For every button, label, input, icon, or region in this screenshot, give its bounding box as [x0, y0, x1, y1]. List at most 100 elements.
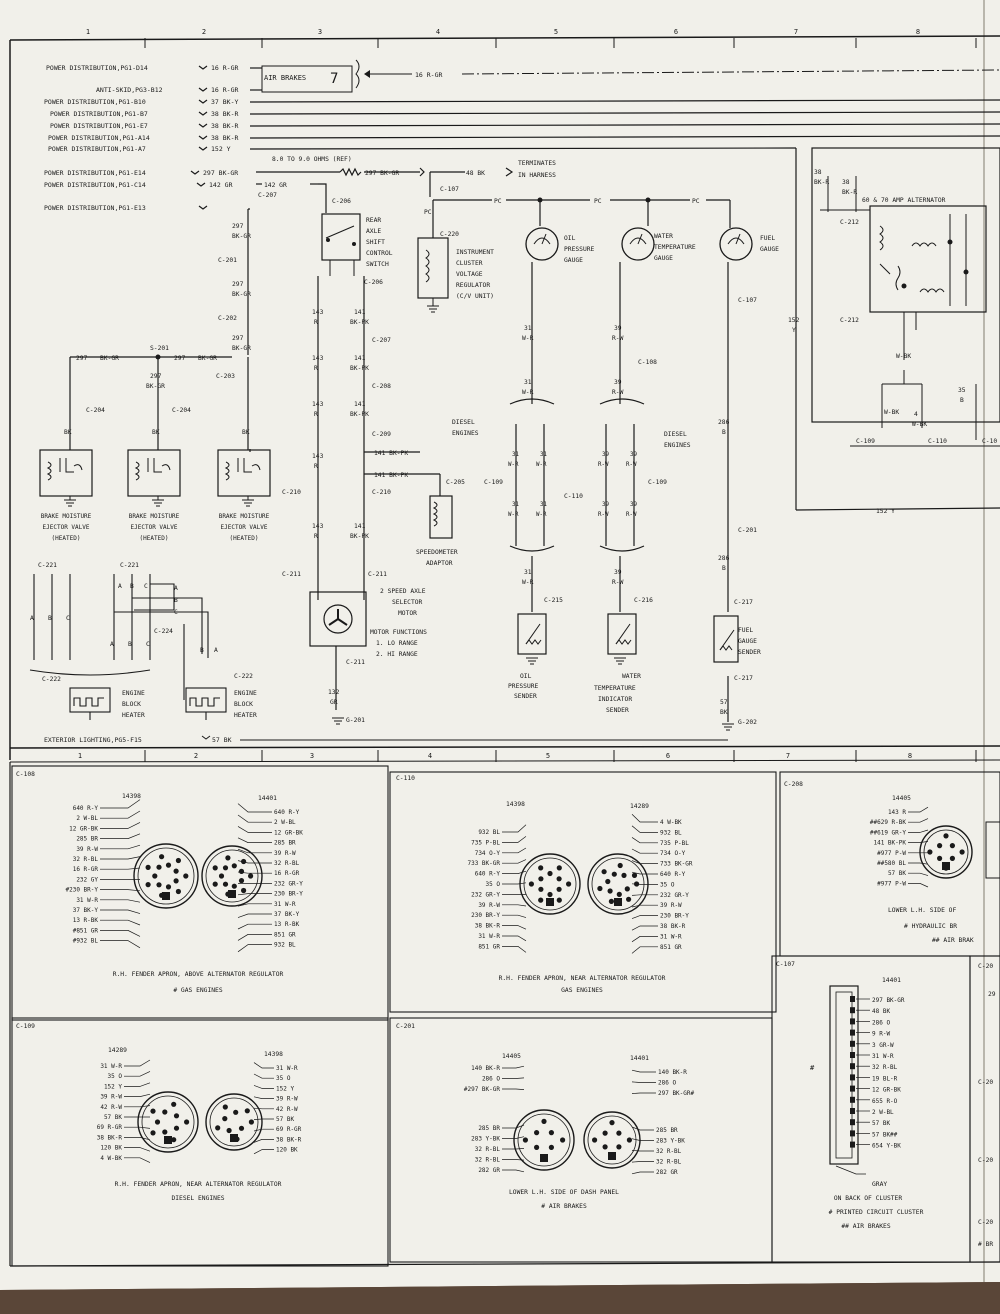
- wire-r: R: [314, 319, 318, 326]
- c208-label: C-208: [372, 383, 391, 390]
- pin-leader: [100, 930, 141, 937]
- wire-rw: R-W: [612, 579, 624, 586]
- wire-wbk: W-BK: [896, 353, 911, 360]
- wire-entry: 152 Y: [276, 1085, 294, 1092]
- pin-leader: [237, 934, 272, 941]
- connector-pin: [175, 888, 181, 895]
- pin-leader: [631, 837, 658, 844]
- pin-leader: [124, 1082, 151, 1087]
- connector-pin: [850, 1007, 855, 1014]
- pin-leader: [908, 806, 929, 813]
- wire-entry: 57 BK: [104, 1114, 122, 1121]
- connector-pin: [624, 886, 630, 892]
- pin-leader: [502, 870, 527, 874]
- ground-lead: [835, 1165, 866, 1175]
- pin-leader: [100, 844, 141, 850]
- water-sender-label: TEMPERATURE: [594, 685, 636, 692]
- wire-gr: GR: [330, 699, 338, 706]
- oil-sender-label: SENDER: [514, 693, 537, 700]
- pin-leader: [502, 1077, 525, 1079]
- column-label: 3: [310, 752, 314, 760]
- pin-leader: [631, 825, 658, 833]
- wire-entry: 39 R-W: [276, 1096, 298, 1103]
- pin-leader: [100, 899, 141, 903]
- gauge-label: FUEL: [760, 235, 775, 242]
- heater-label: BLOCK: [122, 701, 141, 708]
- wire-entry: 39 R-W: [100, 1094, 122, 1101]
- c224-label: C-224: [154, 628, 173, 635]
- connector-pin: [173, 1125, 180, 1131]
- connector-pin: [145, 882, 151, 888]
- connector-pin: [850, 1074, 855, 1081]
- pin-leader: [631, 925, 658, 931]
- c205-label: C-205: [446, 479, 465, 486]
- wire-35: 35: [958, 387, 966, 394]
- block-heater-labels: C-221 C-221 A B C A B C A B C C-224 A B …: [30, 562, 257, 719]
- c109-label: C-109: [648, 479, 667, 486]
- pin-leader: [631, 1150, 654, 1152]
- connector-pin: [225, 855, 231, 861]
- edge-label: C-20: [978, 1157, 993, 1164]
- diesel-wire-number: 31: [512, 452, 519, 458]
- wire-48: 48 BK: [466, 170, 485, 177]
- column-label: 2: [194, 752, 198, 760]
- wire-bk: BK: [242, 429, 250, 436]
- edge-label: C-20: [978, 1219, 993, 1226]
- wire-entry: 735 P-BL: [471, 839, 500, 846]
- water-sender-label: WATER: [622, 673, 641, 680]
- alt-wire: 38: [842, 179, 850, 186]
- connector-pin: [152, 873, 158, 879]
- wire-entry: 12 GR-BK: [274, 829, 303, 836]
- wire-entry: 297 BK-GR#: [658, 1090, 695, 1097]
- wire-r: R: [314, 365, 318, 372]
- abc-label: A: [118, 583, 122, 590]
- pin-leader: [631, 1092, 656, 1094]
- wire-entry: 851 GR: [660, 944, 682, 951]
- wire-entry: 39 R-W: [660, 902, 682, 909]
- wire-entry: 32 R-BL: [274, 860, 300, 867]
- valve-body: [127, 449, 181, 497]
- connector-pin: [225, 891, 231, 897]
- wire-entry: 932 BL: [660, 829, 682, 836]
- abc-label: C: [144, 583, 148, 590]
- pin-leader: [237, 944, 272, 953]
- part-number: 14401: [258, 795, 277, 802]
- wire-bkgr: BK-GR: [232, 233, 251, 240]
- connector-key: [546, 898, 554, 906]
- wire-bkgr: BK-GR: [232, 345, 251, 352]
- sender-wires: [509, 262, 729, 722]
- valve-heater: [147, 458, 171, 473]
- diesel-wire-number: 39: [630, 502, 637, 508]
- wire-entry: 57 BK: [276, 1116, 294, 1123]
- pin-leader: [908, 818, 929, 823]
- part-number: 14398: [506, 801, 525, 808]
- connector-pin: [616, 891, 622, 898]
- wire-entry: 733 BK-GR: [467, 860, 500, 867]
- abc-label: C: [146, 641, 150, 648]
- wire-entry: ##580 BL: [877, 860, 906, 867]
- pc-label: PC: [424, 209, 432, 216]
- c201-label: C-201: [738, 527, 757, 534]
- pin-leader: [100, 909, 141, 914]
- wire-entry: 31 W-R: [872, 1053, 894, 1060]
- connector-pin: [602, 1144, 608, 1150]
- wire-142: 142 GR: [264, 182, 287, 189]
- connector-pin: [241, 858, 247, 865]
- connector-note: #: [810, 1064, 815, 1072]
- pin-leader: [100, 940, 141, 949]
- diesel-label: ENGINES: [664, 442, 691, 449]
- wire-entry: 31 W-R: [478, 933, 500, 940]
- connector-pin: [159, 892, 165, 898]
- connector-title: C-110: [396, 775, 415, 782]
- alt-wire: BK-R: [814, 179, 829, 186]
- wire-31: 31: [524, 379, 532, 386]
- connector-pin: [159, 854, 165, 860]
- wire-bkpk: BK-PK: [350, 533, 369, 540]
- connector-pin: [538, 897, 544, 903]
- switch-label: AXLE: [366, 228, 381, 235]
- pin-leader: [502, 1136, 525, 1139]
- alternator-label: 60 & 70 AMP ALTERNATOR: [862, 197, 946, 204]
- edge-label: # BR: [978, 1241, 993, 1248]
- feed-source: POWER DISTRIBUTION,PG1-E13: [44, 204, 146, 212]
- pc-label: PC: [594, 198, 602, 205]
